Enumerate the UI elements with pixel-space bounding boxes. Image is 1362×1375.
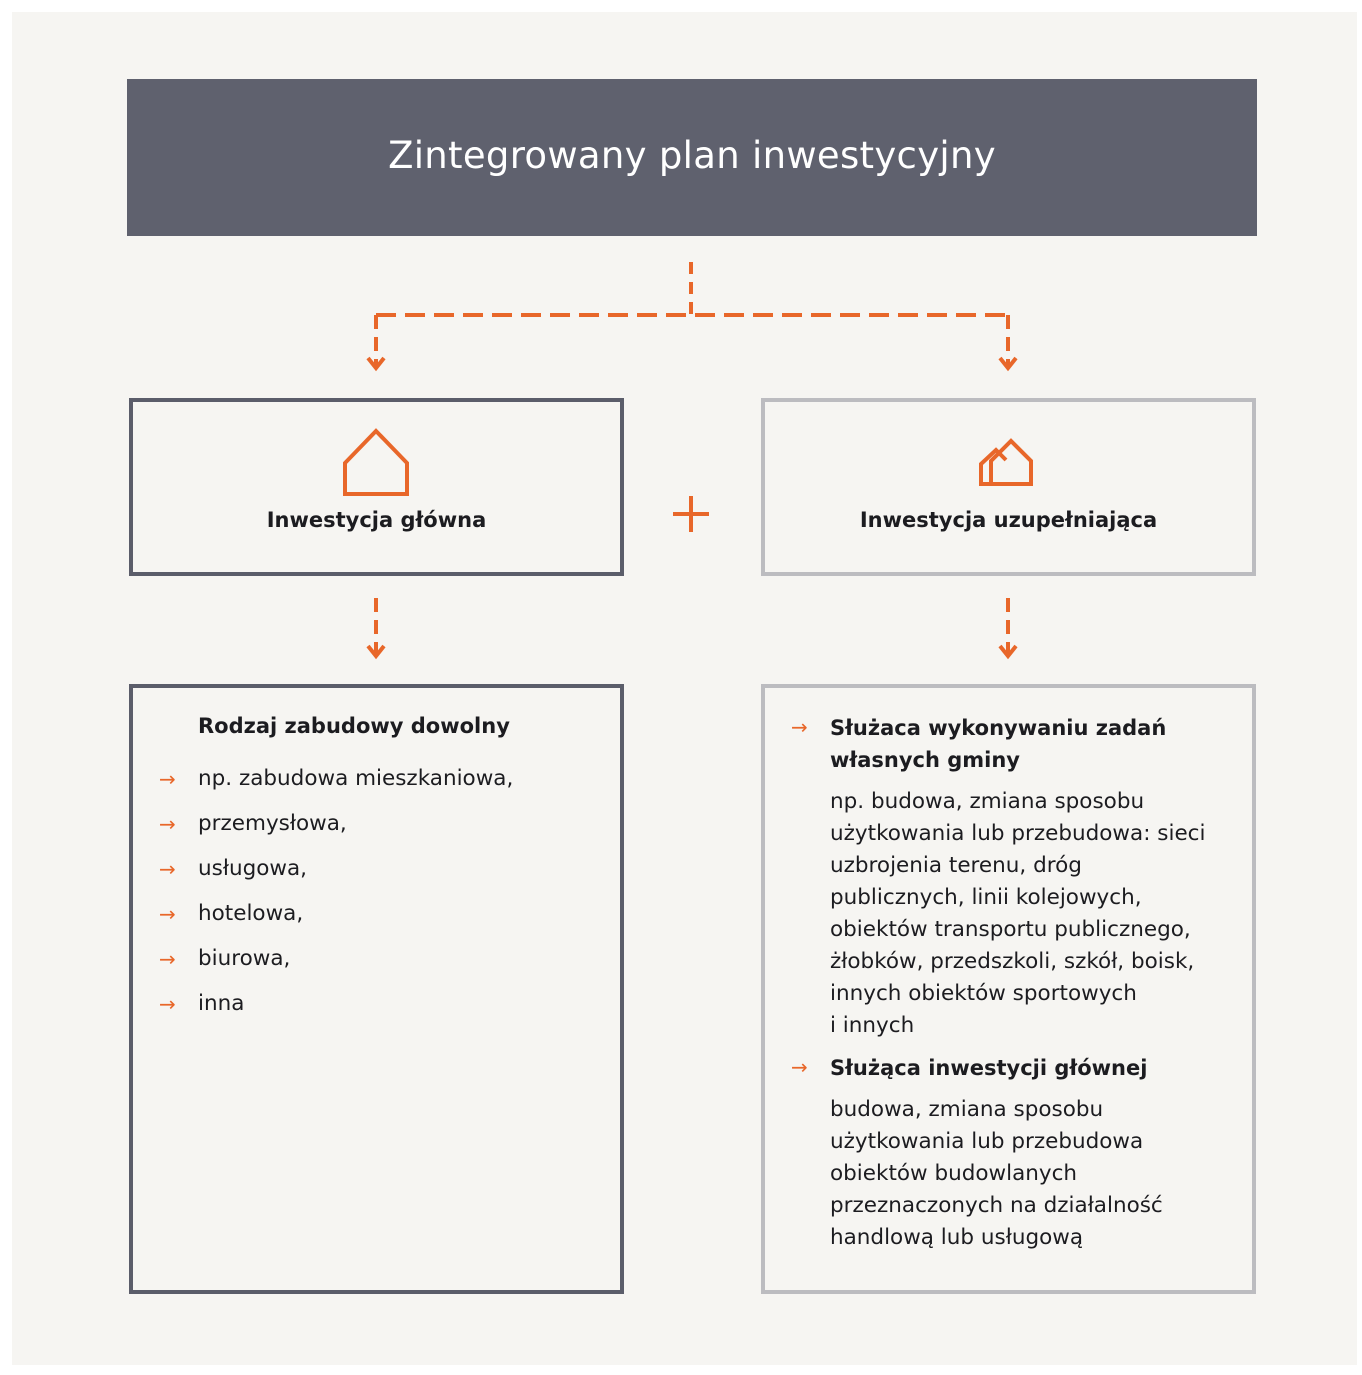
list-item: →hotelowa,	[159, 901, 304, 926]
plus-icon	[673, 496, 709, 532]
arrow-right-icon: →	[791, 715, 808, 739]
plan-header: Zintegrowany plan inwestycyjny	[127, 79, 1257, 236]
arrow-right-icon: →	[159, 811, 176, 836]
arrow-right-icon: →	[159, 766, 176, 791]
section-municipal-tasks: → Służaca wykonywaniu zadań własnych gmi…	[791, 712, 1231, 776]
two-houses-icon	[978, 438, 1033, 486]
right-lower-arrowhead	[998, 644, 1018, 660]
list-item: →np. zabudowa mieszkaniowa,	[159, 766, 514, 791]
list-item: →usługowa,	[159, 856, 307, 881]
section-body: budowa, zmiana sposobu użytkowania lub p…	[830, 1097, 1163, 1250]
section-title: Służąca inwestycji głównej	[830, 1056, 1148, 1080]
left-drop-arrowhead	[366, 356, 386, 372]
supplementary-investment-box: Inwestycja uzupełniająca	[761, 398, 1256, 576]
main-investment-details-box: Rodzaj zabudowy dowolny →np. zabudowa mi…	[129, 684, 624, 1294]
arrow-right-icon: →	[791, 1055, 808, 1079]
arrow-right-icon: →	[159, 991, 176, 1016]
list-item: →inna	[159, 991, 245, 1016]
arrow-right-icon: →	[159, 901, 176, 926]
left-lower-arrowhead	[366, 644, 386, 660]
list-item: →biurowa,	[159, 946, 291, 971]
arrow-right-icon: →	[159, 856, 176, 881]
section-title: Służaca wykonywaniu zadań własnych gminy	[830, 716, 1167, 772]
diagram-canvas	[12, 12, 1357, 1365]
main-investment-box: Inwestycja główna	[129, 398, 624, 576]
section-body: np. budowa, zmiana sposobu użytkowania l…	[830, 789, 1206, 1038]
right-drop-arrowhead	[998, 356, 1018, 372]
supplementary-sections: → Służaca wykonywaniu zadań własnych gmi…	[791, 712, 1231, 1254]
plan-title: Zintegrowany plan inwestycyjny	[388, 134, 996, 177]
building-type-heading: Rodzaj zabudowy dowolny	[198, 714, 510, 738]
building-type-list: →np. zabudowa mieszkaniowa, →przemysłowa…	[159, 756, 513, 1026]
main-investment-title: Inwestycja główna	[266, 508, 487, 532]
arrow-right-icon: →	[159, 946, 176, 971]
supplementary-investment-details-box: → Służaca wykonywaniu zadań własnych gmi…	[761, 684, 1256, 1294]
section-main-investment-support: → Służąca inwestycji głównej	[791, 1052, 1231, 1084]
list-item: →przemysłowa,	[159, 811, 347, 836]
house-icon	[342, 428, 409, 496]
supplementary-investment-title: Inwestycja uzupełniająca	[859, 508, 1158, 532]
